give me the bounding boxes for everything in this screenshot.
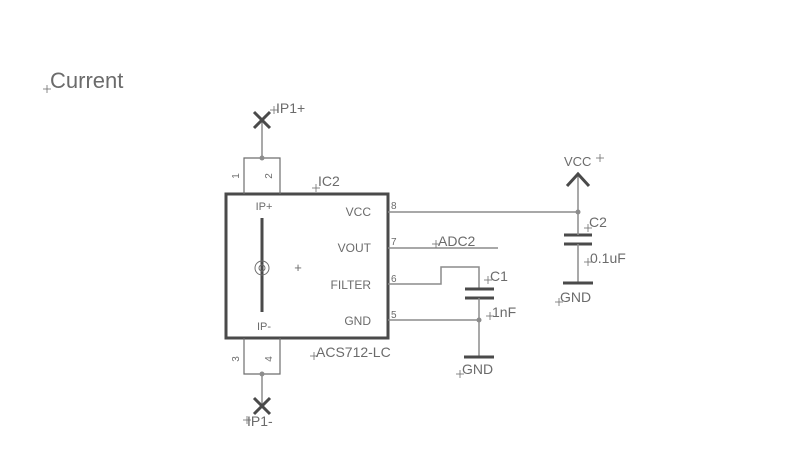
gnd-c2-label-cross [555, 298, 563, 306]
ip1-minus-label: IP1- [247, 413, 273, 429]
ic2-name-cross [312, 184, 320, 192]
c1-value-cross [486, 312, 494, 320]
ip1-plus-no-connect-icon [252, 110, 272, 130]
title-origin-cross [43, 85, 51, 93]
ip1-plus-junction [259, 155, 265, 161]
ip1-minus-label-cross [243, 416, 251, 424]
ic-pin-filter-label: FILTER [331, 278, 372, 292]
vcc-arrow-icon [565, 171, 591, 188]
gnd-junction [476, 317, 482, 323]
c1-name: C1 [490, 268, 508, 284]
c2-value: 0.1uF [590, 250, 626, 266]
ic2-bottom-pin-tab [243, 338, 281, 375]
pin-3-number: 3 [231, 356, 242, 362]
adc2-net-label: ADC2 [438, 233, 476, 249]
c2-value-cross [584, 258, 592, 266]
c1-value: 1nF [492, 304, 516, 320]
vcc-label-cross [596, 154, 604, 162]
ip1-minus-junction [259, 371, 265, 377]
pin-8-number: 8 [391, 201, 397, 212]
ic2-body[interactable] [224, 192, 390, 340]
c1-capacitor-icon[interactable] [465, 287, 494, 300]
ic-center-symbol: + [294, 260, 302, 275]
c2-name-cross [584, 224, 592, 232]
ic-pin-gnd-label: GND [344, 314, 371, 328]
c2-name: C2 [589, 214, 607, 230]
pin-6-number: 6 [391, 274, 397, 285]
pin-1-number: 1 [231, 173, 242, 179]
gnd-c1-label-cross [456, 370, 464, 378]
schematic-title: Current [50, 68, 123, 93]
pin-4-number: 4 [264, 356, 275, 362]
ic-pin-ip-plus-label: IP+ [256, 201, 273, 213]
pin-2-number: 2 [264, 173, 275, 179]
gnd-c1-label: GND [462, 361, 493, 377]
ic2-name: IC2 [318, 173, 340, 189]
c1-name-cross [484, 276, 492, 284]
ic-pin-ip-minus-label: IP- [257, 321, 271, 333]
ip1-plus-label: IP1+ [276, 100, 305, 116]
ic2-value: ACS712-LC [316, 344, 391, 360]
c2-capacitor-icon[interactable] [564, 233, 592, 246]
ic-pin-vout-label: VOUT [338, 241, 372, 255]
hall-sensor-icon [254, 260, 270, 276]
ip1-plus-label-cross [270, 106, 278, 114]
pin-5-number: 5 [391, 310, 397, 321]
pin-7-number: 7 [391, 237, 397, 248]
filter-wire[interactable] [388, 266, 480, 288]
vcc-supply-label: VCC [564, 154, 591, 169]
ic-pin-vcc-label: VCC [346, 205, 372, 219]
ip1-minus-no-connect-icon [252, 396, 272, 416]
gnd-c2-label: GND [560, 289, 591, 305]
ic2-value-cross [310, 352, 318, 360]
adc2-label-cross [432, 240, 440, 248]
